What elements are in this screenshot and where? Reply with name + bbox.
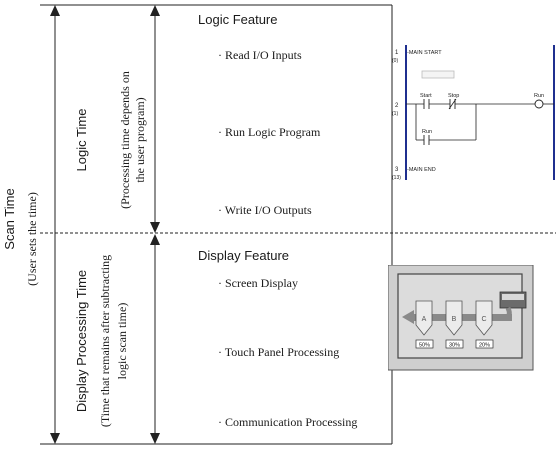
run-contact-label: Run <box>422 129 432 135</box>
rung1-label: -MAIN START <box>407 50 442 56</box>
display-time-subtitle-1: (Time that remains after subtracting <box>98 254 112 428</box>
start-contact-label: Start <box>420 93 432 99</box>
tank-c: C <box>475 300 493 336</box>
tank-a-value: 50% <box>419 343 430 349</box>
ladder-diagram: 1 (0) -MAIN START 2 (1) Start Stop Run R… <box>392 45 555 181</box>
logic-feature-heading: Logic Feature <box>198 12 278 27</box>
logic-time-arrow-up <box>150 5 160 16</box>
logic-time-subtitle-2: the user program) <box>133 97 147 183</box>
screen-display-illustration: A B C 50% 30% 20% <box>388 265 534 371</box>
stop-contact-slash <box>448 98 457 110</box>
display-feature-item-touch: · Touch Panel Processing <box>218 345 340 359</box>
rung1-address: (0) <box>392 58 398 64</box>
tank-c-value: 20% <box>479 343 490 349</box>
tank-b-label: B <box>452 316 457 323</box>
run-coil-label: Run <box>534 93 544 99</box>
rung1-number: 1 <box>395 50 399 56</box>
display-feature-item-communication: · Communication Processing <box>218 415 358 429</box>
rung1-comment-box <box>421 70 455 79</box>
rung3-address: (13) <box>392 175 401 181</box>
tank-c-value-box <box>475 339 494 349</box>
tank-b-value: 30% <box>449 343 460 349</box>
tank-b-value-box <box>445 339 464 349</box>
display-time-subtitle-2: logic scan time) <box>115 302 129 380</box>
logic-time-title: Logic Time <box>74 108 89 172</box>
run-coil <box>534 99 544 109</box>
logic-feature-item-run-logic: · Run Logic Program <box>218 125 321 139</box>
tank-b: B <box>445 300 463 336</box>
stop-contact-label: Stop <box>448 93 459 99</box>
rung2-address: (1) <box>392 111 398 117</box>
scan-time-arrow-up <box>50 5 60 16</box>
rung2-number: 2 <box>395 103 399 109</box>
flow-arrow-icon <box>402 310 414 324</box>
logic-feature-item-read-io: · Read I/O Inputs <box>218 48 302 62</box>
logic-time-arrow-down <box>150 222 160 233</box>
scan-time-subtitle: (User sets the time) <box>25 192 39 286</box>
scan-time-arrow-down <box>50 433 60 444</box>
display-time-arrow-up <box>150 234 160 245</box>
logic-feature-item-write-io: · Write I/O Outputs <box>218 203 312 217</box>
source-tank-level <box>502 294 524 300</box>
tank-a-value-box <box>415 339 434 349</box>
display-time-title: Display Processing Time <box>74 269 89 413</box>
tank-c-label: C <box>481 316 486 323</box>
logic-time-subtitle-1: (Processing time depends on <box>118 71 132 209</box>
display-time-arrow-down <box>150 433 160 444</box>
rung3-label: -MAIN END <box>407 167 436 173</box>
rung3-number: 3 <box>395 167 399 173</box>
tank-a: A <box>415 300 433 336</box>
display-feature-heading: Display Feature <box>198 248 290 263</box>
tank-a-label: A <box>422 316 427 323</box>
display-feature-item-screen: · Screen Display <box>218 276 298 290</box>
scan-time-title: Scan Time <box>2 188 17 250</box>
